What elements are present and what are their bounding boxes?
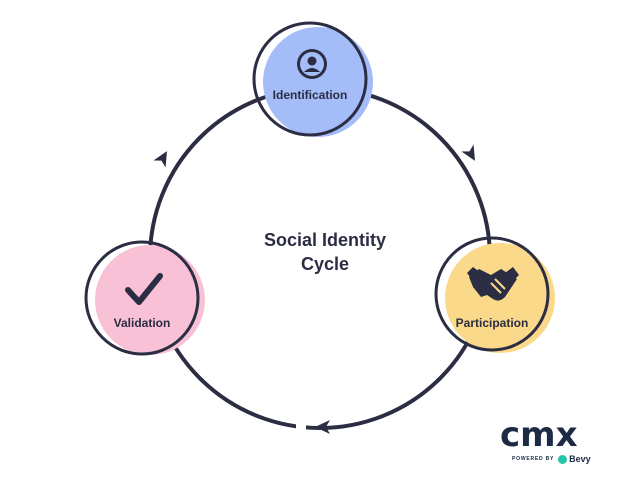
node-label-participation: Participation bbox=[455, 316, 529, 330]
node-validation bbox=[84, 240, 205, 356]
checkmark-icon bbox=[125, 273, 163, 305]
arrow-validation-to-identification bbox=[153, 151, 167, 168]
node-label-identification: Identification bbox=[272, 88, 348, 102]
diagram-title-line1: Social Identity bbox=[263, 230, 387, 250]
arrow-participation-to-validation bbox=[315, 420, 330, 434]
node-identification bbox=[252, 21, 373, 137]
arrow-identification-to-participation bbox=[461, 144, 475, 161]
diagram-title-line2: Cycle bbox=[300, 254, 350, 274]
logo-text: cmx bbox=[500, 415, 578, 455]
powered-by-line: POWERED BY Bevy bbox=[512, 454, 612, 464]
powered-by-text: POWERED BY bbox=[512, 456, 555, 462]
partner-name: Bevy bbox=[569, 454, 591, 464]
node-label-validation: Validation bbox=[113, 316, 171, 330]
handshake-icon bbox=[467, 267, 519, 301]
cmx-logo: cmx POWERED BY Bevy bbox=[500, 418, 604, 470]
bevy-logo-icon bbox=[558, 454, 568, 464]
diagram-title: Social Identity Cycle bbox=[225, 228, 425, 276]
person-icon bbox=[297, 49, 327, 79]
